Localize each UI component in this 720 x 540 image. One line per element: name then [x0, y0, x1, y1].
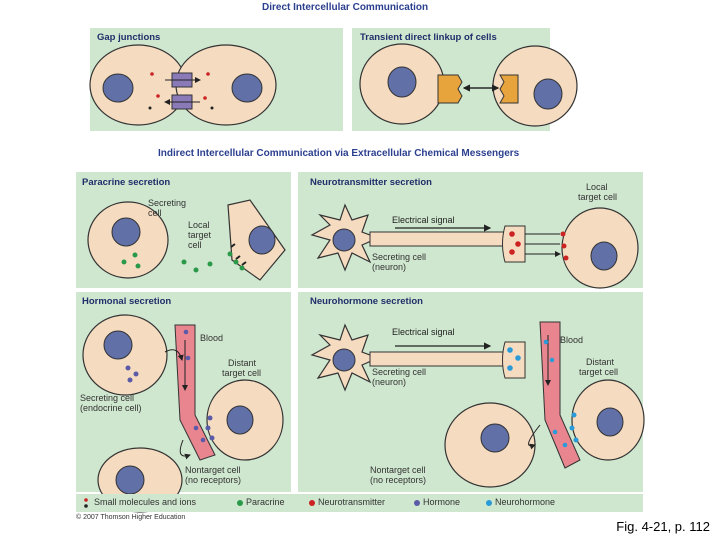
nh-secreting-neuron-label-2: (neuron) [372, 377, 407, 387]
hormonal-nontarget-label-1: Nontarget cell [185, 465, 241, 475]
endocrine-secreting-label-1: Secreting cell [80, 393, 135, 403]
gap-junctions-title: Gap junctions [97, 32, 161, 43]
nh-distant-label-2: target cell [579, 367, 619, 377]
nt-secreting-neuron-label-1: Secreting cell [372, 252, 427, 262]
nh-nontarget-label-2: (no receptors) [370, 475, 427, 485]
direct-communication-title: Direct Intercellular Communication [262, 2, 429, 13]
gap-junction-cells [89, 44, 277, 126]
legend-hormone: Hormone [423, 497, 461, 507]
legend-small-molecules: Small molecules and ions [94, 497, 197, 507]
neurotransmitter-cells [310, 203, 639, 289]
nh-blood-label: Blood [560, 335, 584, 345]
paracrine-cells [87, 199, 286, 281]
legend-neurohormone: Neurohormone [495, 497, 556, 507]
nt-local-target-label-1: Local [586, 182, 608, 192]
neurohormone-cells [310, 321, 645, 488]
neurotransmitter-title: Neurotransmitter secretion [310, 177, 432, 188]
figure-caption: Fig. 4-21, p. 112 [616, 519, 710, 534]
legend-neurotransmitter: Neurotransmitter [318, 497, 386, 507]
paracrine-secreting-label-1: Secreting [148, 198, 187, 208]
hormonal-distant-label-1: Distant [228, 358, 257, 368]
legend-swatches [84, 498, 492, 508]
local-target-label-3: cell [188, 240, 202, 250]
nh-electrical-signal-label: Electrical signal [392, 327, 455, 337]
paracrine-title: Paracrine secretion [82, 177, 171, 188]
paracrine-secreting-label-2: cell [148, 208, 162, 218]
hormonal-nontarget-label-2: (no receptors) [185, 475, 242, 485]
legend-bar [76, 494, 643, 512]
nt-electrical-signal-label: Electrical signal [392, 215, 455, 225]
local-target-label-1: Local [188, 220, 210, 230]
hormonal-title: Hormonal secretion [82, 296, 172, 307]
hormonal-blood-label: Blood [200, 333, 224, 343]
endocrine-secreting-label-2: (endocrine cell) [80, 403, 142, 413]
copyright-notice: © 2007 Thomson Higher Education [76, 514, 186, 521]
nh-nontarget-label-1: Nontarget cell [370, 465, 426, 475]
hormonal-distant-label-2: target cell [222, 368, 262, 378]
neurohormone-title: Neurohormone secretion [310, 296, 423, 307]
nt-local-target-label-2: target cell [578, 192, 618, 202]
nh-distant-label-1: Distant [586, 357, 615, 367]
nt-secreting-neuron-label-2: (neuron) [372, 262, 407, 272]
indirect-communication-title: Indirect Intercellular Communication via… [158, 148, 520, 159]
transient-linkup-title: Transient direct linkup of cells [360, 32, 497, 43]
legend-paracrine: Paracrine [246, 497, 285, 507]
nh-secreting-neuron-label-1: Secreting cell [372, 367, 427, 377]
transient-linkup-cells [359, 43, 578, 127]
local-target-label-2: target [188, 230, 212, 240]
